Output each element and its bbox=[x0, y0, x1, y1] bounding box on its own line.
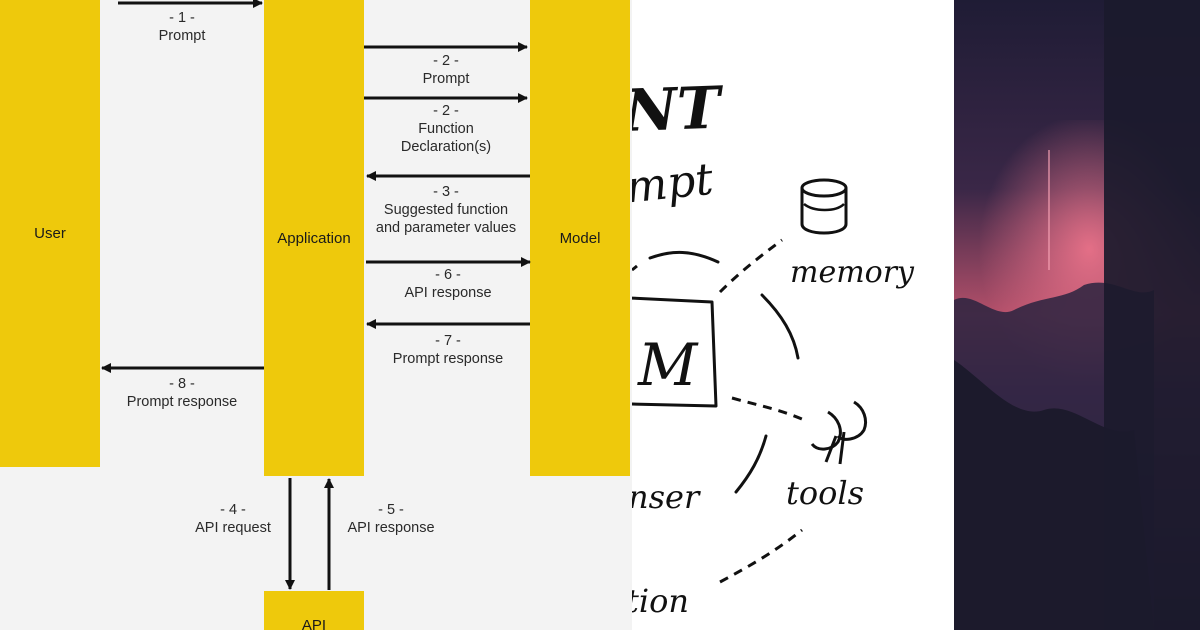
abstract-landscape-image bbox=[954, 0, 1200, 630]
sketch-tick bbox=[632, 264, 638, 272]
arrows-layer bbox=[101, 0, 531, 590]
message-5-step: - 5 - bbox=[378, 502, 404, 518]
message-2b-step: - 2 - bbox=[433, 103, 459, 119]
sketch-llm-fragment: M bbox=[637, 331, 699, 399]
sketch-arc-bottom bbox=[734, 434, 768, 494]
sketch-action-fragment: tion bbox=[632, 582, 689, 620]
artwork-panel bbox=[954, 0, 1200, 630]
sequence-diagram-panel: User Application Model API - 1 - Prompt … bbox=[0, 0, 632, 630]
message-2a-step: - 2 - bbox=[433, 53, 459, 69]
dashed-link-memory bbox=[718, 238, 783, 294]
message-8-label: Prompt response bbox=[126, 394, 238, 410]
sketch-title-fragment: NT bbox=[632, 74, 725, 146]
llm-box bbox=[632, 296, 718, 408]
sketch-arc-top bbox=[648, 250, 720, 264]
pliers-icon bbox=[810, 400, 868, 465]
art-light-streak bbox=[1048, 150, 1050, 270]
api-block: API bbox=[264, 591, 364, 630]
sketch-tools-label: tools bbox=[786, 474, 864, 512]
application-block: Application bbox=[264, 0, 364, 476]
message-2a-label: Prompt bbox=[422, 71, 470, 87]
sketch-drawing: NT mpt M memory tools nser tion bbox=[632, 74, 915, 620]
model-block: Model bbox=[530, 0, 630, 476]
user-block: User bbox=[0, 0, 100, 467]
sketch-panel: NT mpt M memory tools nser tion bbox=[632, 0, 954, 630]
dashed-link-action bbox=[719, 528, 803, 584]
message-1-label: Prompt bbox=[158, 28, 206, 44]
message-3-label: Suggested function and parameter values bbox=[375, 202, 517, 236]
sketch-planner-fragment: nser bbox=[632, 478, 701, 516]
message-1-step: - 1 - bbox=[169, 10, 195, 26]
message-7-label: Prompt response bbox=[392, 351, 504, 367]
dashed-link-tools bbox=[731, 396, 805, 422]
message-6-label: API response bbox=[404, 285, 492, 301]
message-3-step: - 3 - bbox=[433, 184, 459, 200]
sketch-prompt-fragment: mpt bbox=[632, 154, 716, 214]
message-5-label: API response bbox=[347, 520, 435, 536]
sketch-arc-right bbox=[760, 293, 800, 360]
message-4-step: - 4 - bbox=[220, 502, 246, 518]
message-8-step: - 8 - bbox=[169, 376, 195, 392]
sketch-memory-label: memory bbox=[790, 255, 915, 290]
message-7-step: - 7 - bbox=[435, 333, 461, 349]
message-6-step: - 6 - bbox=[435, 267, 461, 283]
art-dark-pillar bbox=[1104, 0, 1200, 630]
message-2b-label: Function Declaration(s) bbox=[400, 121, 492, 155]
database-icon bbox=[800, 178, 848, 235]
message-4-label: API request bbox=[195, 520, 271, 536]
